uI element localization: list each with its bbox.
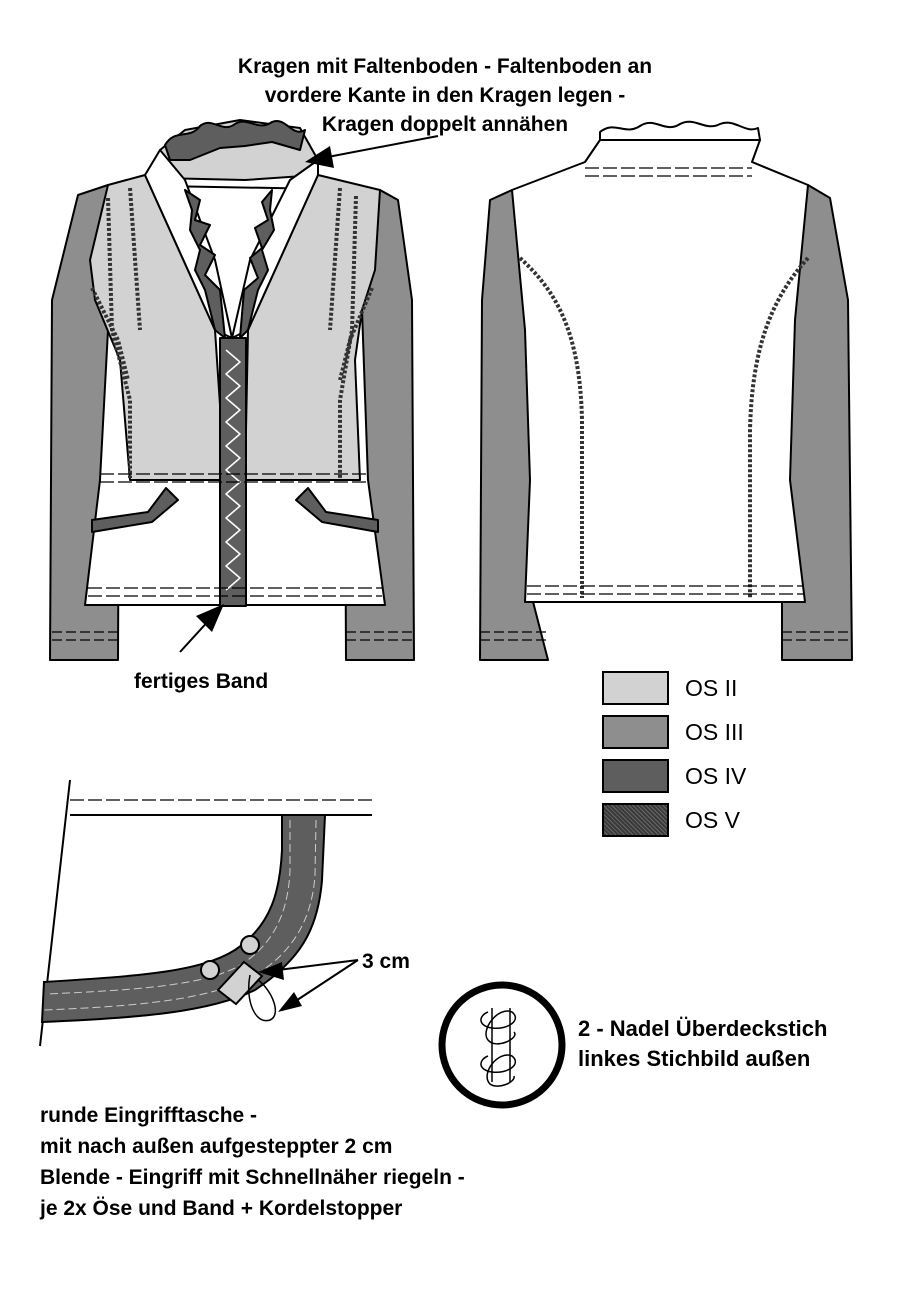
eyelet-upper <box>240 935 260 955</box>
front-collar-ruffle <box>164 119 306 161</box>
front-ruffle-right <box>239 189 275 339</box>
front-zipper-band <box>219 337 247 607</box>
front-sleeve-stitch <box>52 631 414 641</box>
eyelet-lower <box>200 960 220 980</box>
back-collar-stitch <box>585 167 752 177</box>
front-left-pocket <box>91 487 179 533</box>
legend-item-os2: OS II <box>602 666 746 710</box>
back-hem-stitch <box>527 585 803 595</box>
front-piping-seams <box>90 187 374 478</box>
legend-label: OS V <box>685 806 740 833</box>
material-legend: OS II OS III OS IV OS V <box>602 666 746 842</box>
legend-label: OS IV <box>685 762 747 789</box>
front-ruffle-left <box>184 189 226 339</box>
cord-stopper <box>216 960 264 1006</box>
front-waist-stitch <box>100 473 368 483</box>
band-annotation: fertiges Band <box>134 670 269 693</box>
measure-arrowhead-1 <box>258 962 284 980</box>
legend-label: OS II <box>685 674 738 701</box>
legend-item-os4: OS IV <box>602 754 746 798</box>
stitch-symbol <box>438 981 566 1109</box>
back-sleeve-stitch <box>480 631 852 641</box>
legend-swatch <box>602 759 669 793</box>
pocket-detail <box>39 779 372 1047</box>
measure-arrowhead-2 <box>278 992 302 1012</box>
stitch-circle <box>438 981 566 1109</box>
collar-arrow <box>311 135 439 161</box>
collar-annotation: Kragen mit Faltenboden - Faltenboden an … <box>237 55 653 136</box>
measure-annotation: 3 cm <box>362 950 410 973</box>
collar-arrowhead <box>305 146 334 168</box>
back-body <box>511 139 809 603</box>
back-collar-ruffle <box>599 120 761 141</box>
back-piping-seams <box>518 256 810 598</box>
legend-swatch <box>602 803 669 837</box>
front-right-pocket <box>295 487 379 533</box>
legend-item-os5: OS V <box>602 798 746 842</box>
legend-swatch <box>602 671 669 705</box>
cord-loop <box>248 974 276 1022</box>
detail-pocket-band <box>40 814 327 1024</box>
front-jacket-view <box>49 119 415 661</box>
stitch-loop-pattern <box>480 1010 517 1087</box>
pocket-annotation: runde Eingrifftasche - mit nach außen au… <box>40 1104 465 1220</box>
legend-swatch <box>602 715 669 749</box>
front-zipper-teeth <box>225 349 241 591</box>
front-hem-stitch <box>88 587 382 597</box>
legend-label: OS III <box>685 718 744 745</box>
stitch-annotation: 2 - Nadel Überdeckstich linkes Stichbild… <box>578 1016 828 1071</box>
back-jacket-view <box>479 120 853 661</box>
legend-item-os3: OS III <box>602 710 746 754</box>
band-arrowhead <box>196 604 224 632</box>
